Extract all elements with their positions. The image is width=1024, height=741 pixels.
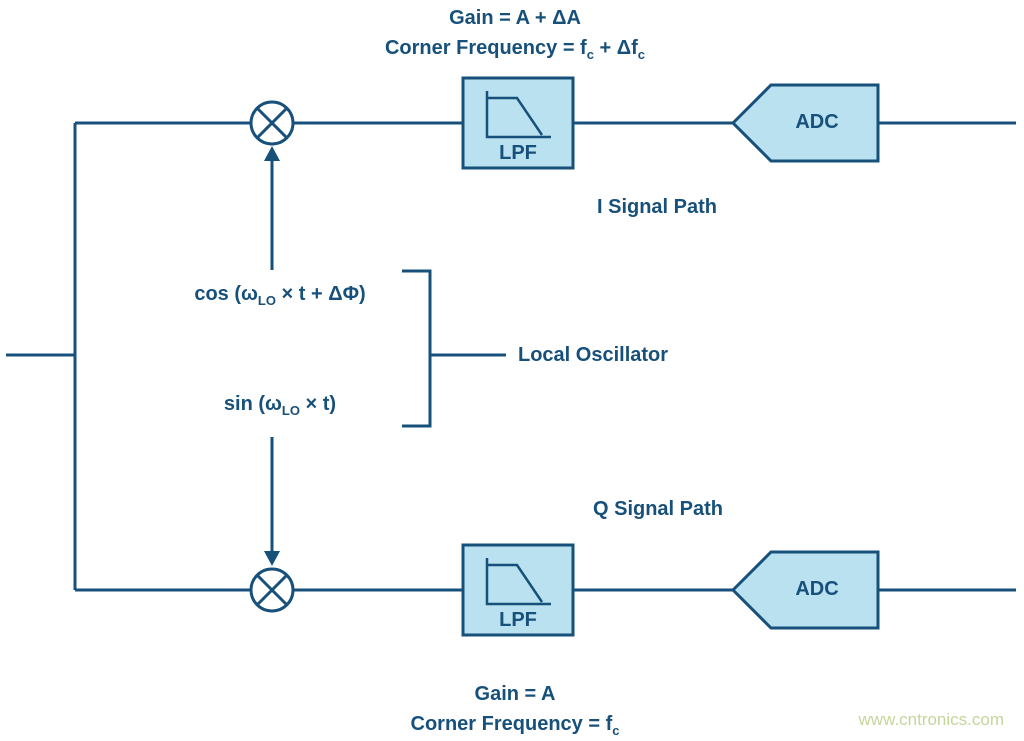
adc-i-label: ADC [795, 111, 839, 133]
i-signal-path-label: I Signal Path [596, 196, 718, 218]
top-caption: Gain = A + ΔA Corner Frequency = fc + Δf… [385, 3, 645, 70]
top-caption-line2-mid: + Δf [593, 37, 638, 59]
watermark: www.cntronics.com [858, 710, 1004, 729]
lo-arrow-down-head [264, 551, 280, 566]
bottom-caption-line2-text: Corner Frequency = f [410, 713, 613, 735]
lpf-i-label: LPF [499, 142, 537, 164]
adc-i-shape [730, 83, 880, 163]
cos-expression-text: cos (ω [194, 283, 258, 305]
mixer-q [249, 567, 295, 613]
top-caption-line2-sub2: c [637, 47, 646, 62]
adc-q-label: ADC [795, 578, 839, 600]
mixer-q-cross-icon [256, 574, 288, 606]
lpf-q-block [461, 543, 575, 637]
lpf-i-box [461, 76, 575, 170]
lpf-i-response-curve-icon [487, 96, 544, 136]
bottom-caption-line2-sub1: c [612, 723, 620, 738]
lo-bracket [402, 269, 432, 428]
lpf-q-label: LPF [499, 609, 537, 631]
mixer-i-cross-icon [256, 107, 288, 139]
top-caption-line2: Corner Frequency = fc + Δfc [385, 33, 645, 70]
local-oscillator-label: Local Oscillator [518, 344, 669, 366]
sin-expression-sub: LO [281, 403, 300, 418]
mixer-i [249, 100, 295, 146]
bottom-caption: Gain = A Corner Frequency = fc [411, 679, 620, 741]
top-caption-line2-text: Corner Frequency = f [384, 37, 587, 59]
cos-expression-post: × t + ΔΦ) [275, 283, 366, 305]
cos-expression-sub: LO [257, 293, 276, 308]
lo-arrow-down [264, 437, 280, 566]
sin-expression-post: × t) [299, 393, 337, 415]
adc-q-shape [730, 550, 880, 630]
q-signal-path-label: Q Signal Path [592, 498, 724, 520]
top-caption-line1: Gain = A + ΔA [449, 7, 581, 29]
lpf-q-axes-icon [485, 558, 551, 606]
lpf-q-response-curve-icon [487, 563, 544, 603]
lpf-q-box [461, 543, 575, 637]
bottom-caption-line2: Corner Frequency = fc [411, 709, 620, 741]
sin-expression-text: sin (ω [223, 393, 282, 415]
lo-arrow-up-head [264, 146, 280, 161]
lpf-i-block [461, 76, 575, 170]
top-caption-line2-sub1: c [586, 47, 594, 62]
lo-arrow-up [264, 146, 280, 270]
lpf-i-axes-icon [485, 91, 551, 139]
cos-expression: cos (ωLO × t + ΔΦ) [194, 283, 365, 308]
sin-expression: sin (ωLO × t) [224, 393, 336, 418]
bottom-caption-line1: Gain = A [474, 683, 556, 705]
